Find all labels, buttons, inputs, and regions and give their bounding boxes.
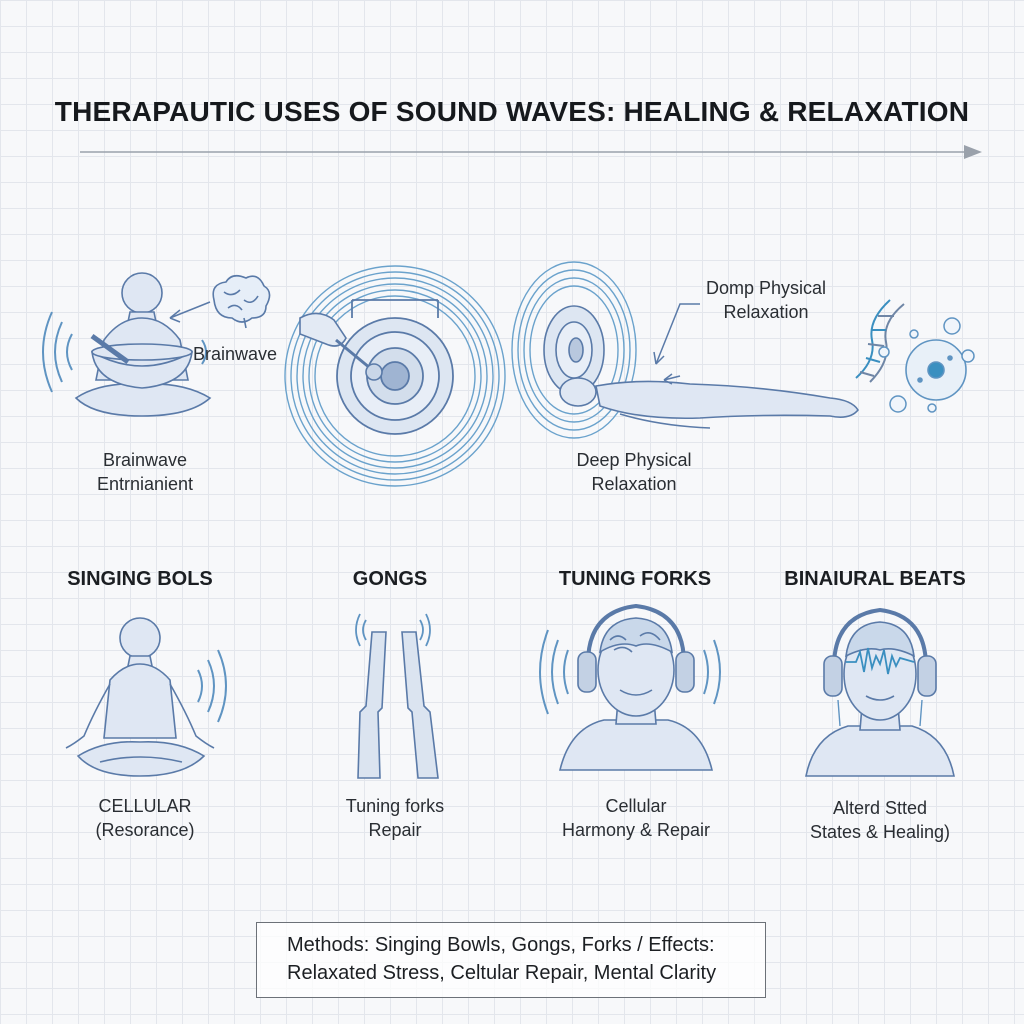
small-gong-icon (543, 305, 605, 395)
sound-wave-bowl-icon (197, 649, 227, 723)
headphones-head-icon (558, 603, 714, 771)
cell-icon (905, 339, 967, 401)
physical-relaxation-callout: Domp Physical Relaxation (686, 276, 846, 324)
caption-gongs: Tuning forks Repair (310, 794, 480, 842)
page-title: THERAPAUTIC USES OF SOUND WAVES: HEALING… (54, 96, 970, 127)
caption-line: States & Healing) (809, 822, 951, 842)
hand-mallet-icon (299, 312, 383, 381)
meditating-person-bowl-icon (74, 272, 212, 417)
small-gong-wave-rings (511, 261, 637, 439)
caption-line: Repair (368, 820, 422, 840)
deep-relaxation-caption: Deep Physical Relaxation (554, 448, 714, 496)
brainwave-signal-icon (846, 647, 915, 675)
gong-icon (336, 299, 454, 435)
brainwave-label: Brainwave (192, 344, 278, 364)
bubbles-icon (878, 317, 975, 413)
caption-tuning-forks: Cellular Harmony & Repair (546, 794, 726, 842)
caption-line: Cellular (605, 796, 667, 816)
summary-box: Methods: Singing Bowls, Gongs, Forks / E… (256, 922, 766, 998)
brain-icon (212, 274, 271, 329)
vibration-marks-icon (355, 613, 431, 647)
heading-binaural-beats: BINAIURAL BEATS (784, 568, 966, 590)
sound-wave-right-small-icon (201, 339, 207, 365)
caption-line: Brainwave (102, 450, 188, 470)
callout-line: Domp Physical (705, 278, 827, 298)
caption-line: CELLULAR (98, 796, 192, 816)
lotus-person-icon (65, 617, 215, 777)
dna-icon (855, 299, 905, 383)
binaural-signal-lines-icon (837, 699, 923, 727)
caption-line: Alterd Stted (832, 798, 928, 818)
callout-line: Relaxation (723, 302, 809, 322)
caption-line: Entrnianient (96, 474, 194, 494)
caption-binaural-beats: Alterd Stted States & Healing) (790, 796, 970, 844)
tuning-fork-bars-icon (357, 631, 439, 779)
caption-line: Tuning forks (345, 796, 445, 816)
caption-line: Relaxation (591, 474, 677, 494)
caption-singing-bowls: CELLULAR (Resorance) (60, 794, 230, 842)
heading-tuning-forks: TUNING FORKS (558, 568, 712, 590)
brainwave-caption: Brainwave Entrnianient (60, 448, 230, 496)
binaural-head-icon (805, 607, 955, 777)
heading-singing-bowls: SINGING BOLS (67, 568, 213, 590)
sound-wave-headphones-icon (539, 629, 721, 715)
summary-line-1: Methods: Singing Bowls, Gongs, Forks / E… (287, 934, 715, 956)
summary-line-2: Relaxated Stress, Celtular Repair, Menta… (287, 962, 717, 984)
caption-line: Deep Physical (576, 450, 692, 470)
sound-wave-left-icon (42, 311, 73, 393)
heading-gongs: GONGS (352, 568, 428, 590)
gong-wave-rings (284, 265, 506, 487)
reclining-person-icon (559, 377, 859, 429)
caption-line: Harmony & Repair (561, 820, 711, 840)
caption-line: (Resorance) (95, 820, 195, 840)
